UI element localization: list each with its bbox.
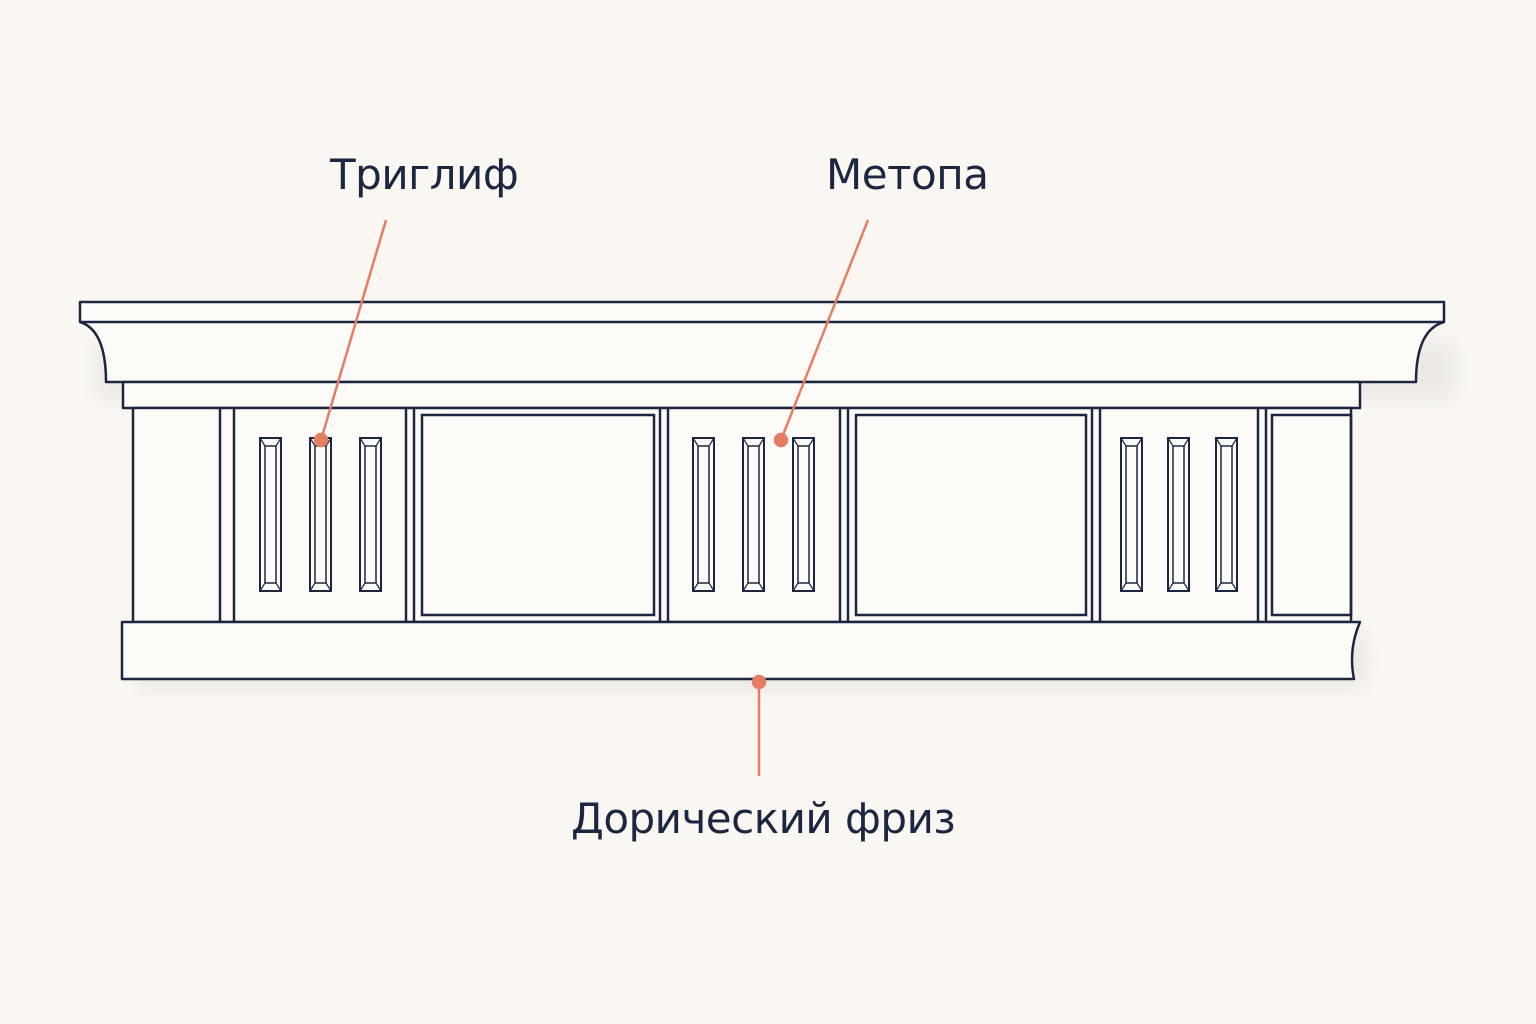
triglyph-1-groove-1: [259, 437, 282, 592]
triglyph-3-groove-2-bevel-1: [1167, 437, 1174, 447]
triglyph-2-groove-2-bevel-1: [742, 437, 749, 447]
metope-1-panel: [420, 413, 656, 617]
triglyph-1-groove-3-bevel-2: [375, 437, 382, 447]
triglyph-3-groove-1: [1120, 437, 1143, 592]
triglyph-2-groove-1-bevel-3: [692, 582, 699, 592]
triglyph-2-groove-1: [692, 437, 715, 592]
architrave-band: [120, 620, 1362, 681]
triglyph-3-groove-2-bevel-2: [1183, 437, 1190, 447]
frieze-leader-dot: [751, 674, 767, 690]
triglyph-3-groove-1-bevel-4: [1136, 582, 1143, 592]
triglyph-3-groove-3-bevel-2: [1231, 437, 1238, 447]
triglyph-leader-dot: [313, 432, 329, 448]
metope-label: Метопа: [826, 150, 989, 199]
metope-leader-dot: [773, 432, 789, 448]
triglyph-2-groove-1-bevel-4: [708, 582, 715, 592]
triglyph-2-groove-1-bevel-2: [708, 437, 715, 447]
end-panel-right: [1270, 413, 1353, 617]
triglyph-1-groove-3-bevel-4: [375, 582, 382, 592]
triglyph-2-groove-3-bevel-1: [792, 437, 799, 447]
triglyph-2-groove-1-bevel-1: [692, 437, 699, 447]
triglyph-3-groove-3-bevel-3: [1215, 582, 1222, 592]
triglyph-1-groove-2-bevel-1: [309, 437, 316, 447]
upper-band: [121, 380, 1362, 410]
doric-frieze-label: Дорический фриз: [571, 794, 956, 843]
triglyph-1-groove-1-bevel-4: [275, 582, 282, 592]
metope-leader-line: [779, 219, 870, 441]
triglyph-2-groove-2-bevel-3: [742, 582, 749, 592]
triglyph-1-groove-1-bevel-2: [275, 437, 282, 447]
triglyph-1-groove-3: [359, 437, 382, 592]
triglyph-1-groove-2-bevel-4: [325, 582, 332, 592]
triglyph-1-groove-2: [309, 437, 332, 592]
triglyph-2-groove-2-bevel-4: [758, 582, 765, 592]
triglyph-3-groove-1-bevel-3: [1120, 582, 1127, 592]
triglyph-1-groove-3-bevel-1: [359, 437, 366, 447]
triglyph-2-groove-2-bevel-2: [758, 437, 765, 447]
triglyph-3-groove-3-bevel-1: [1215, 437, 1222, 447]
triglyph-grooves: [259, 437, 1238, 592]
triglyph-3-groove-2-bevel-3: [1167, 582, 1174, 592]
triglyph-3-groove-2-bevel-4: [1183, 582, 1190, 592]
triglyph-2-groove-3-bevel-4: [808, 582, 815, 592]
triglyph-label: Триглиф: [330, 150, 519, 199]
triglyph-2-groove-3-bevel-2: [808, 437, 815, 447]
triglyph-3-groove-3: [1215, 437, 1238, 592]
triglyph-1-groove-3-bevel-3: [359, 582, 366, 592]
cornice: [78, 300, 1446, 384]
triglyph-1-groove-2-bevel-2: [325, 437, 332, 447]
triglyph-3-groove-1-bevel-1: [1120, 437, 1127, 447]
triglyph-3-groove-3-bevel-4: [1231, 582, 1238, 592]
triglyph-1-groove-2-bevel-3: [309, 582, 316, 592]
triglyph-2-groove-3: [792, 437, 815, 592]
triglyph-3-groove-2: [1167, 437, 1190, 592]
metope-2-panel: [854, 413, 1088, 617]
triglyph-2-groove-3-bevel-3: [792, 582, 799, 592]
triglyph-1-groove-1-bevel-1: [259, 437, 266, 447]
triglyph-2-groove-2: [742, 437, 765, 592]
triglyph-leader-line: [319, 219, 388, 441]
triglyph-3-groove-1-bevel-2: [1136, 437, 1143, 447]
triglyph-1-groove-1-bevel-3: [259, 582, 266, 592]
